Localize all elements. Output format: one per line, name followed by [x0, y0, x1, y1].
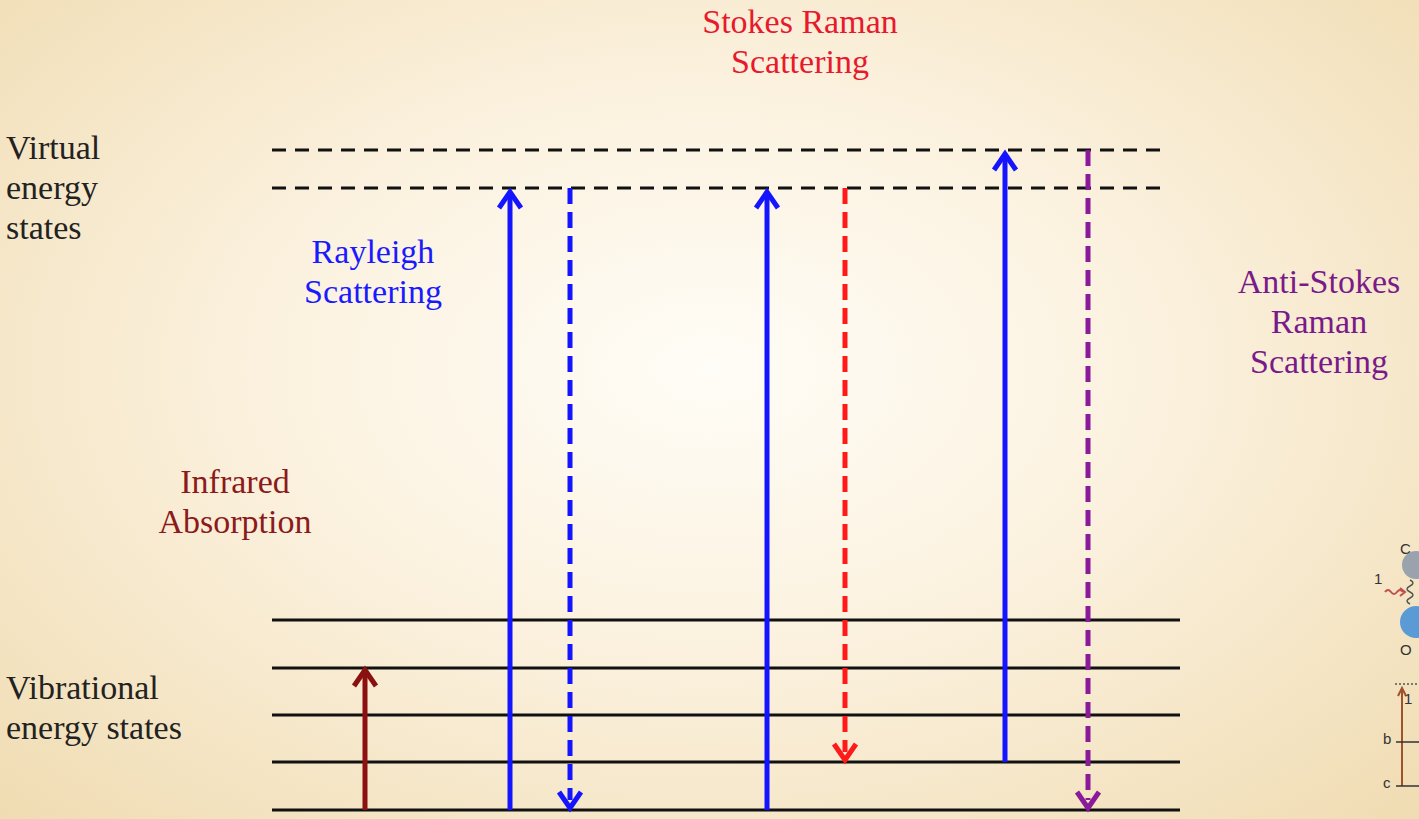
process-label: Infrared Absorption [120, 462, 350, 542]
molecule-inset [1385, 551, 1419, 786]
callout-number: 1 [1404, 690, 1416, 708]
virtual-levels [272, 150, 1160, 188]
process-label: Rayleigh Scattering [268, 232, 478, 312]
vibrational-levels [272, 620, 1180, 810]
atom-label: C [1400, 540, 1416, 558]
level-label: Virtual energy states [6, 128, 166, 248]
process-title: Stokes Raman Scattering [640, 2, 960, 82]
atom-label: O [1400, 641, 1416, 659]
process-label: Anti-Stokes Raman Scattering [1222, 262, 1416, 382]
transition-arrows [354, 150, 1099, 810]
level-label: c [1383, 774, 1395, 792]
callout-number: 1 [1374, 570, 1386, 588]
level-label: Vibrational energy states [6, 668, 186, 748]
level-label: b [1383, 730, 1395, 748]
